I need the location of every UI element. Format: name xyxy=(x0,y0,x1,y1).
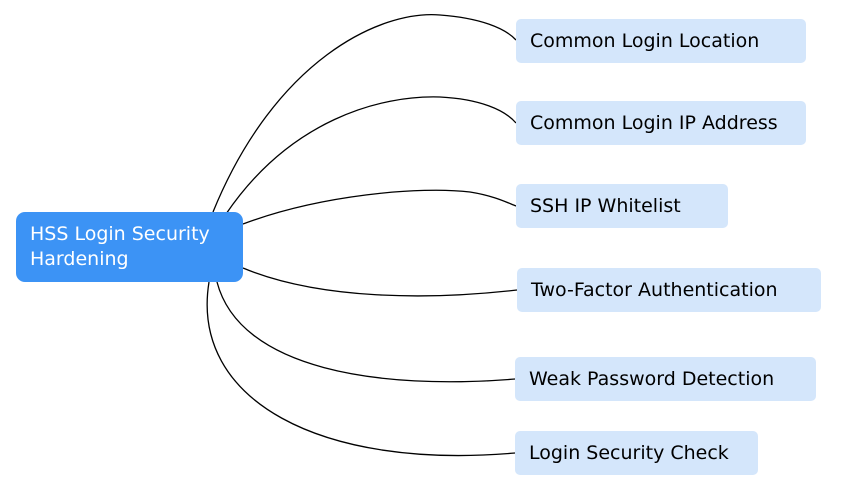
child-node-ssh-ip-whitelist: SSH IP Whitelist xyxy=(516,184,728,228)
child-node-login-security-check: Login Security Check xyxy=(515,431,758,475)
child-node-label: SSH IP Whitelist xyxy=(530,195,681,217)
child-node-common-login-ip-address: Common Login IP Address xyxy=(516,101,806,145)
child-node-common-login-location: Common Login Location xyxy=(516,19,806,63)
connector-common-login-location xyxy=(212,14,517,213)
child-node-label: Two-Factor Authentication xyxy=(531,279,778,301)
connector-ssh-ip-whitelist xyxy=(242,189,517,225)
connector-login-security-check xyxy=(206,281,516,457)
connector-common-login-ip-address xyxy=(225,96,517,215)
connector-two-factor-authentication xyxy=(242,267,518,297)
root-node-label: HSS Login Security Hardening xyxy=(30,222,210,272)
child-node-label: Common Login Location xyxy=(530,30,760,52)
root-node-label-line2: Hardening xyxy=(30,248,129,270)
child-node-label: Login Security Check xyxy=(529,442,729,464)
child-node-label: Weak Password Detection xyxy=(529,368,775,390)
child-node-label: Common Login IP Address xyxy=(530,112,778,134)
root-node-hss-login-security-hardening: HSS Login Security Hardening xyxy=(16,212,243,282)
child-node-two-factor-authentication: Two-Factor Authentication xyxy=(517,268,821,312)
connector-weak-password-detection xyxy=(216,281,516,383)
root-node-label-line1: HSS Login Security xyxy=(30,223,210,245)
child-node-weak-password-detection: Weak Password Detection xyxy=(515,357,816,401)
